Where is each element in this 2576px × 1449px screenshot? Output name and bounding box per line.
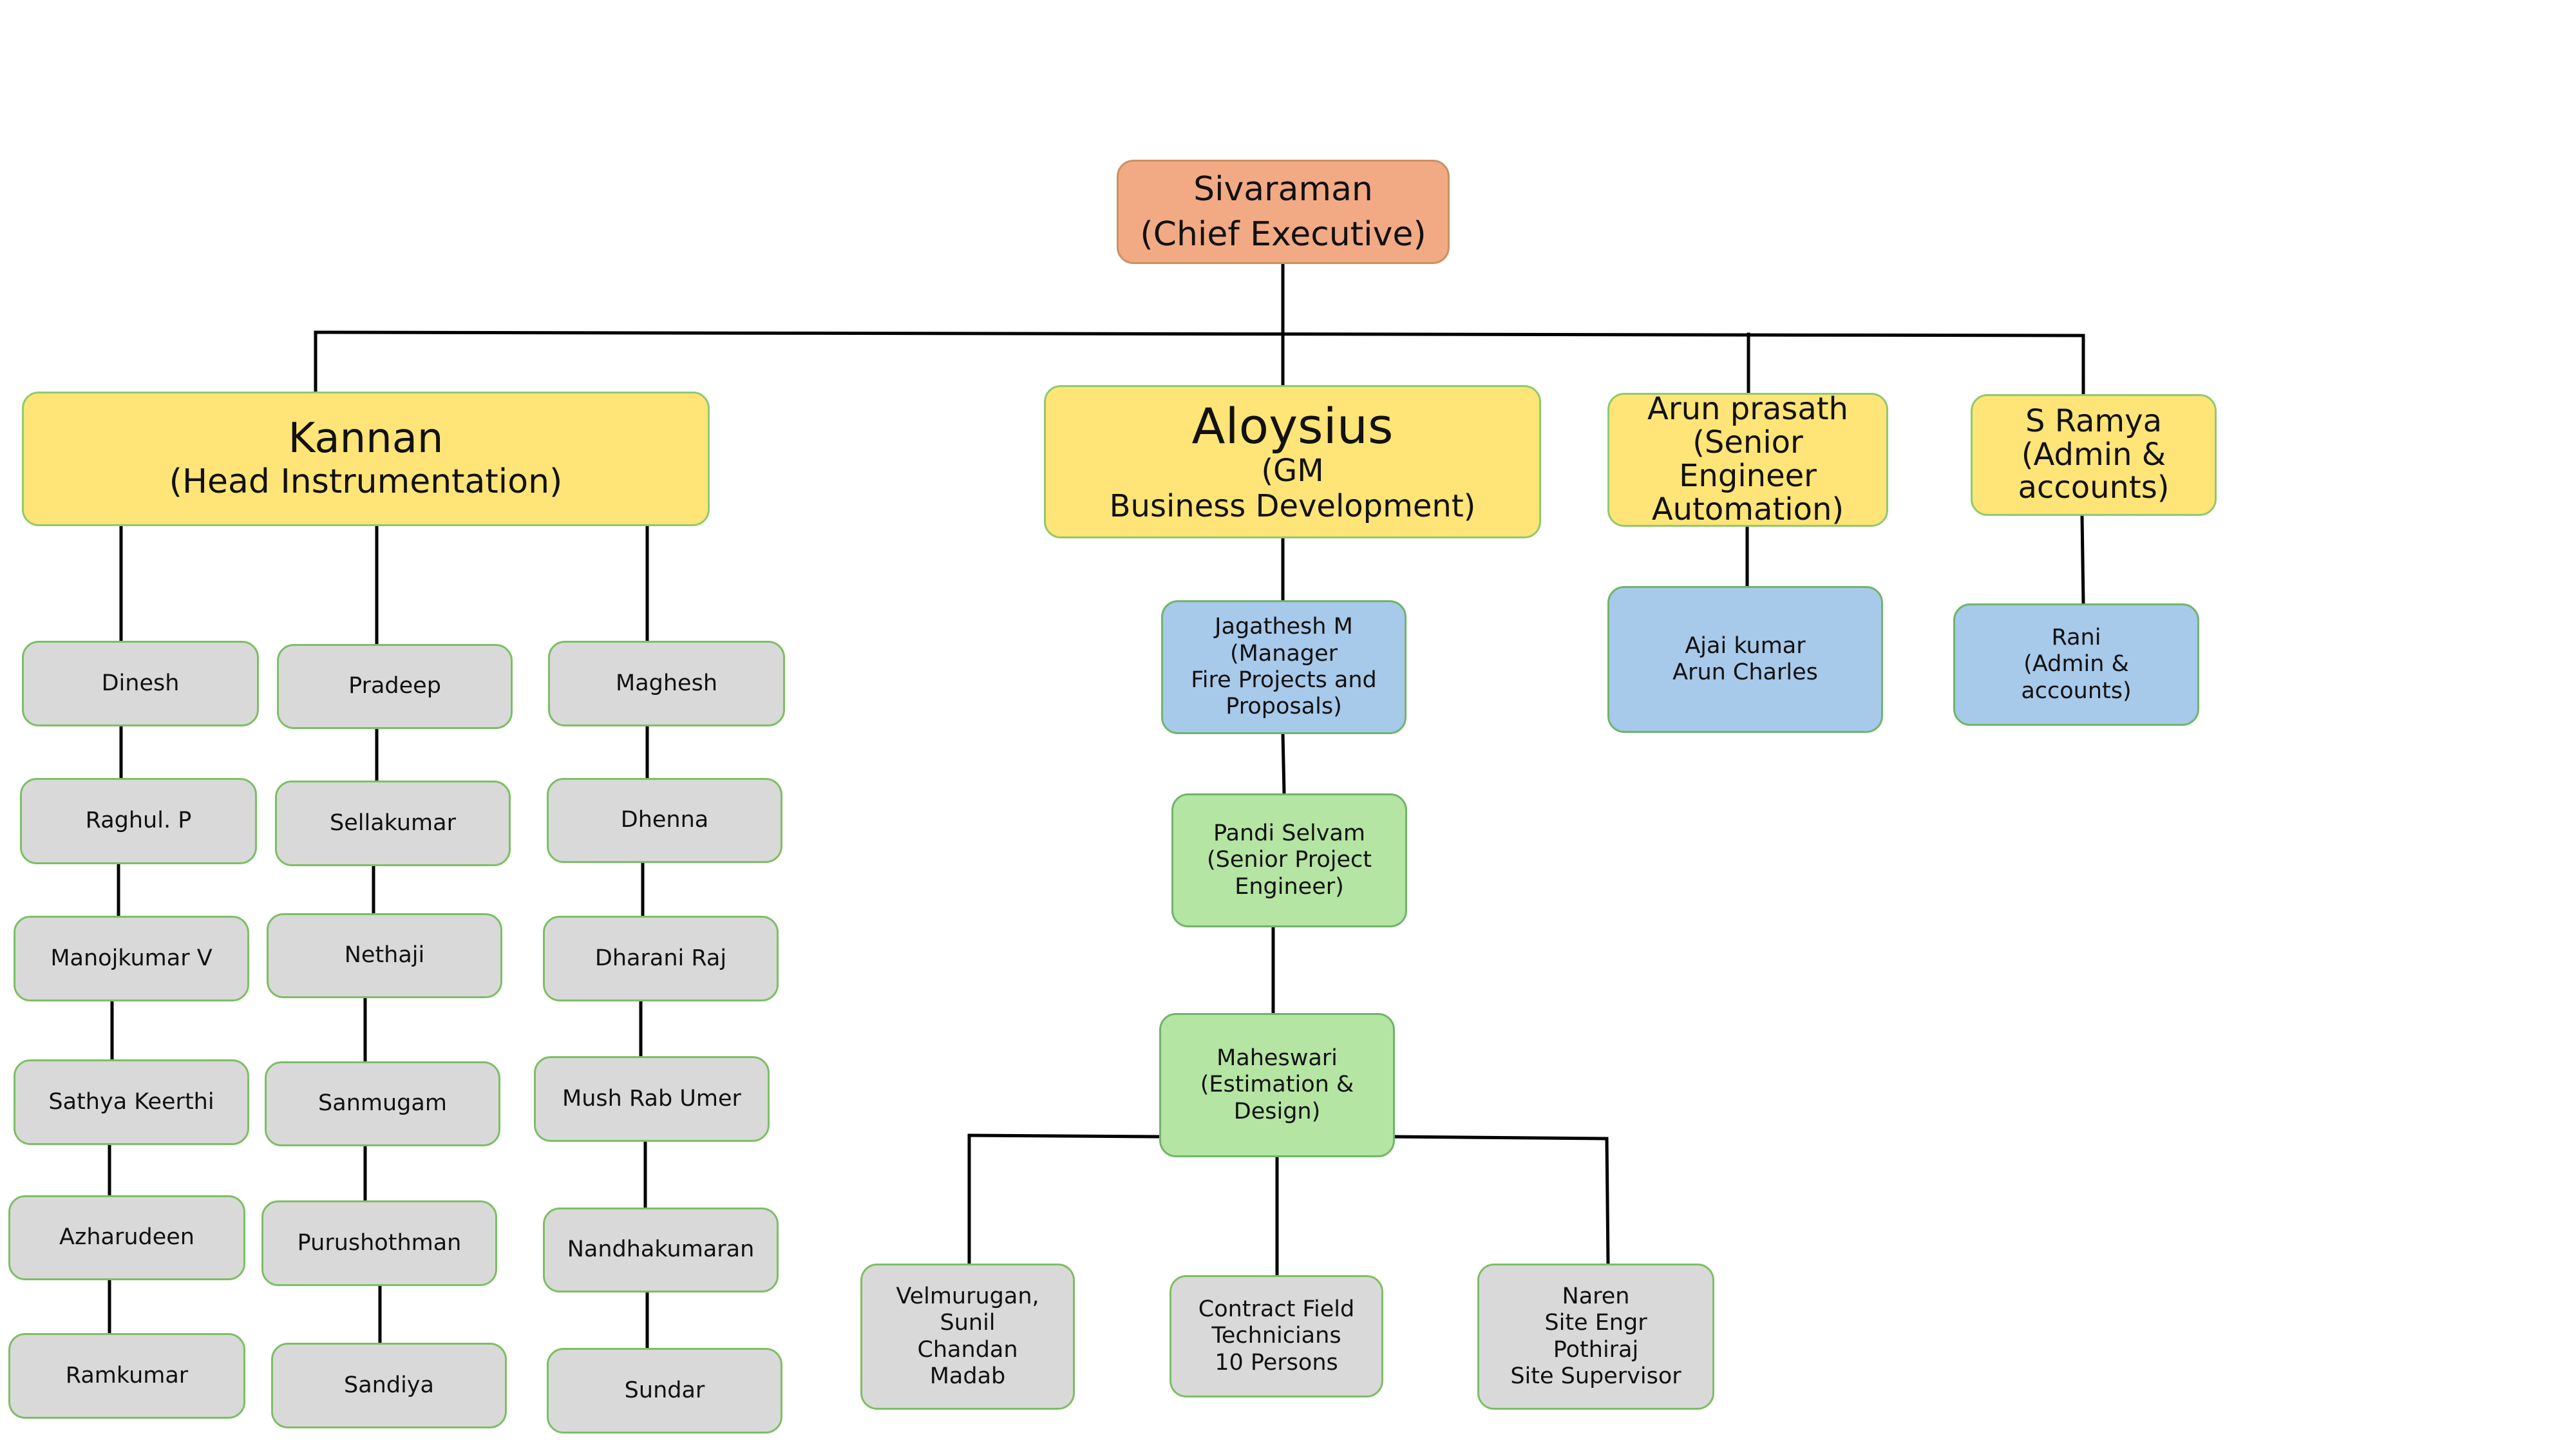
connector <box>314 330 2085 337</box>
connector <box>967 1133 1161 1139</box>
kannan-title: (Head Instrumentation) <box>169 462 563 501</box>
ceo-box: Sivaraman (Chief Executive) <box>1117 160 1450 264</box>
aloysius-name: Aloysius <box>1191 397 1394 455</box>
staff-box-sundar: Sundar <box>547 1348 782 1434</box>
staff-name: Sellakumar <box>330 810 456 836</box>
staff-box-dinesh: Dinesh <box>22 641 259 726</box>
connector <box>1605 1137 1610 1265</box>
site-team-text: Velmurugan, Sunil Chandan Madab <box>896 1283 1039 1389</box>
staff-name: Dharani Raj <box>594 945 727 971</box>
site-team-box-contract-technicians: Contract Field Technicians 10 Persons <box>1170 1275 1383 1397</box>
pandi-selvam-box: Pandi Selvam (Senior Project Engineer) <box>1171 793 1407 927</box>
staff-box-sathya-keerthi: Sathya Keerthi <box>14 1059 249 1145</box>
connector <box>1391 1135 1609 1141</box>
staff-box-manojkumar: Manojkumar V <box>14 916 249 1001</box>
ceo-name: Sivaraman <box>1193 169 1373 209</box>
staff-name: Maghesh <box>616 670 717 696</box>
connector <box>2080 514 2085 605</box>
staff-box-maghesh: Maghesh <box>548 641 785 726</box>
staff-box-nandhakumaran: Nandhakumaran <box>543 1208 779 1293</box>
staff-box-sanmugam: Sanmugam <box>265 1061 500 1146</box>
staff-box-ramkumar: Ramkumar <box>8 1333 245 1419</box>
staff-box-dharani-raj: Dharani Raj <box>543 916 779 1001</box>
site-team-text: Naren Site Engr Pothiraj Site Supervisor <box>1510 1283 1681 1389</box>
s-ramya-box: S Ramya (Admin & accounts) <box>1971 394 2217 516</box>
staff-name: Dinesh <box>101 670 180 696</box>
staff-name: Manojkumar V <box>50 945 213 971</box>
staff-box-raghul: Raghul. P <box>20 778 257 864</box>
jagathesh-box: Jagathesh M (Manager Fire Projects and P… <box>1161 600 1406 734</box>
staff-name: Purushothman <box>297 1229 462 1256</box>
kannan-name: Kannan <box>288 415 444 463</box>
staff-box-pradeep: Pradeep <box>277 644 513 729</box>
staff-box-azharudeen: Azharudeen <box>8 1195 245 1280</box>
staff-name: Pradeep <box>348 673 441 699</box>
kannan-box: Kannan (Head Instrumentation) <box>22 392 710 526</box>
aloysius-title: (GM Business Development) <box>1109 452 1476 524</box>
staff-box-nethaji: Nethaji <box>267 913 502 998</box>
ajai-kumar-box: Ajai kumar Arun Charles <box>1607 586 1883 733</box>
rani-box: Rani (Admin & accounts) <box>1953 603 2199 726</box>
staff-name: Azharudeen <box>59 1224 194 1251</box>
staff-name: Mush Rab Umer <box>562 1085 741 1112</box>
s-ramya-text: S Ramya (Admin & accounts) <box>2018 402 2170 506</box>
pandi-selvam-text: Pandi Selvam (Senior Project Engineer) <box>1207 820 1372 900</box>
maheswari-text: Maheswari (Estimation & Design) <box>1200 1045 1354 1124</box>
staff-name: Raghul. P <box>85 808 192 834</box>
rani-text: Rani (Admin & accounts) <box>2021 625 2132 704</box>
arun-prasath-box: Arun prasath (Senior Engineer Automation… <box>1607 391 1888 527</box>
ceo-title: (Chief Executive) <box>1140 215 1426 254</box>
connector <box>1281 732 1286 795</box>
staff-name: Nethaji <box>344 942 425 969</box>
jagathesh-text: Jagathesh M (Manager Fire Projects and P… <box>1191 614 1377 720</box>
maheswari-box: Maheswari (Estimation & Design) <box>1159 1013 1395 1157</box>
site-team-box-velmurugan: Velmurugan, Sunil Chandan Madab <box>860 1264 1075 1410</box>
staff-name: Ramkumar <box>65 1362 189 1388</box>
staff-box-sandiya: Sandiya <box>271 1343 507 1428</box>
staff-name: Sanmugam <box>318 1090 447 1117</box>
aloysius-box: Aloysius (GM Business Development) <box>1044 385 1541 538</box>
staff-name: Sathya Keerthi <box>48 1088 214 1115</box>
ajai-kumar-text: Ajai kumar Arun Charles <box>1672 632 1818 685</box>
site-team-box-naren: Naren Site Engr Pothiraj Site Supervisor <box>1477 1264 1714 1410</box>
staff-box-dhenna: Dhenna <box>547 778 782 863</box>
staff-name: Dhenna <box>620 807 709 833</box>
site-team-text: Contract Field Technicians 10 Persons <box>1198 1296 1355 1376</box>
staff-box-purushothman: Purushothman <box>261 1200 497 1286</box>
staff-name: Nandhakumaran <box>567 1236 755 1263</box>
staff-box-sellakumar: Sellakumar <box>275 781 511 866</box>
staff-name: Sandiya <box>344 1372 434 1398</box>
staff-name: Sundar <box>624 1377 705 1403</box>
staff-box-mush-rab-umer: Mush Rab Umer <box>534 1056 770 1142</box>
arun-prasath-text: Arun prasath (Senior Engineer Automation… <box>1647 391 1848 527</box>
